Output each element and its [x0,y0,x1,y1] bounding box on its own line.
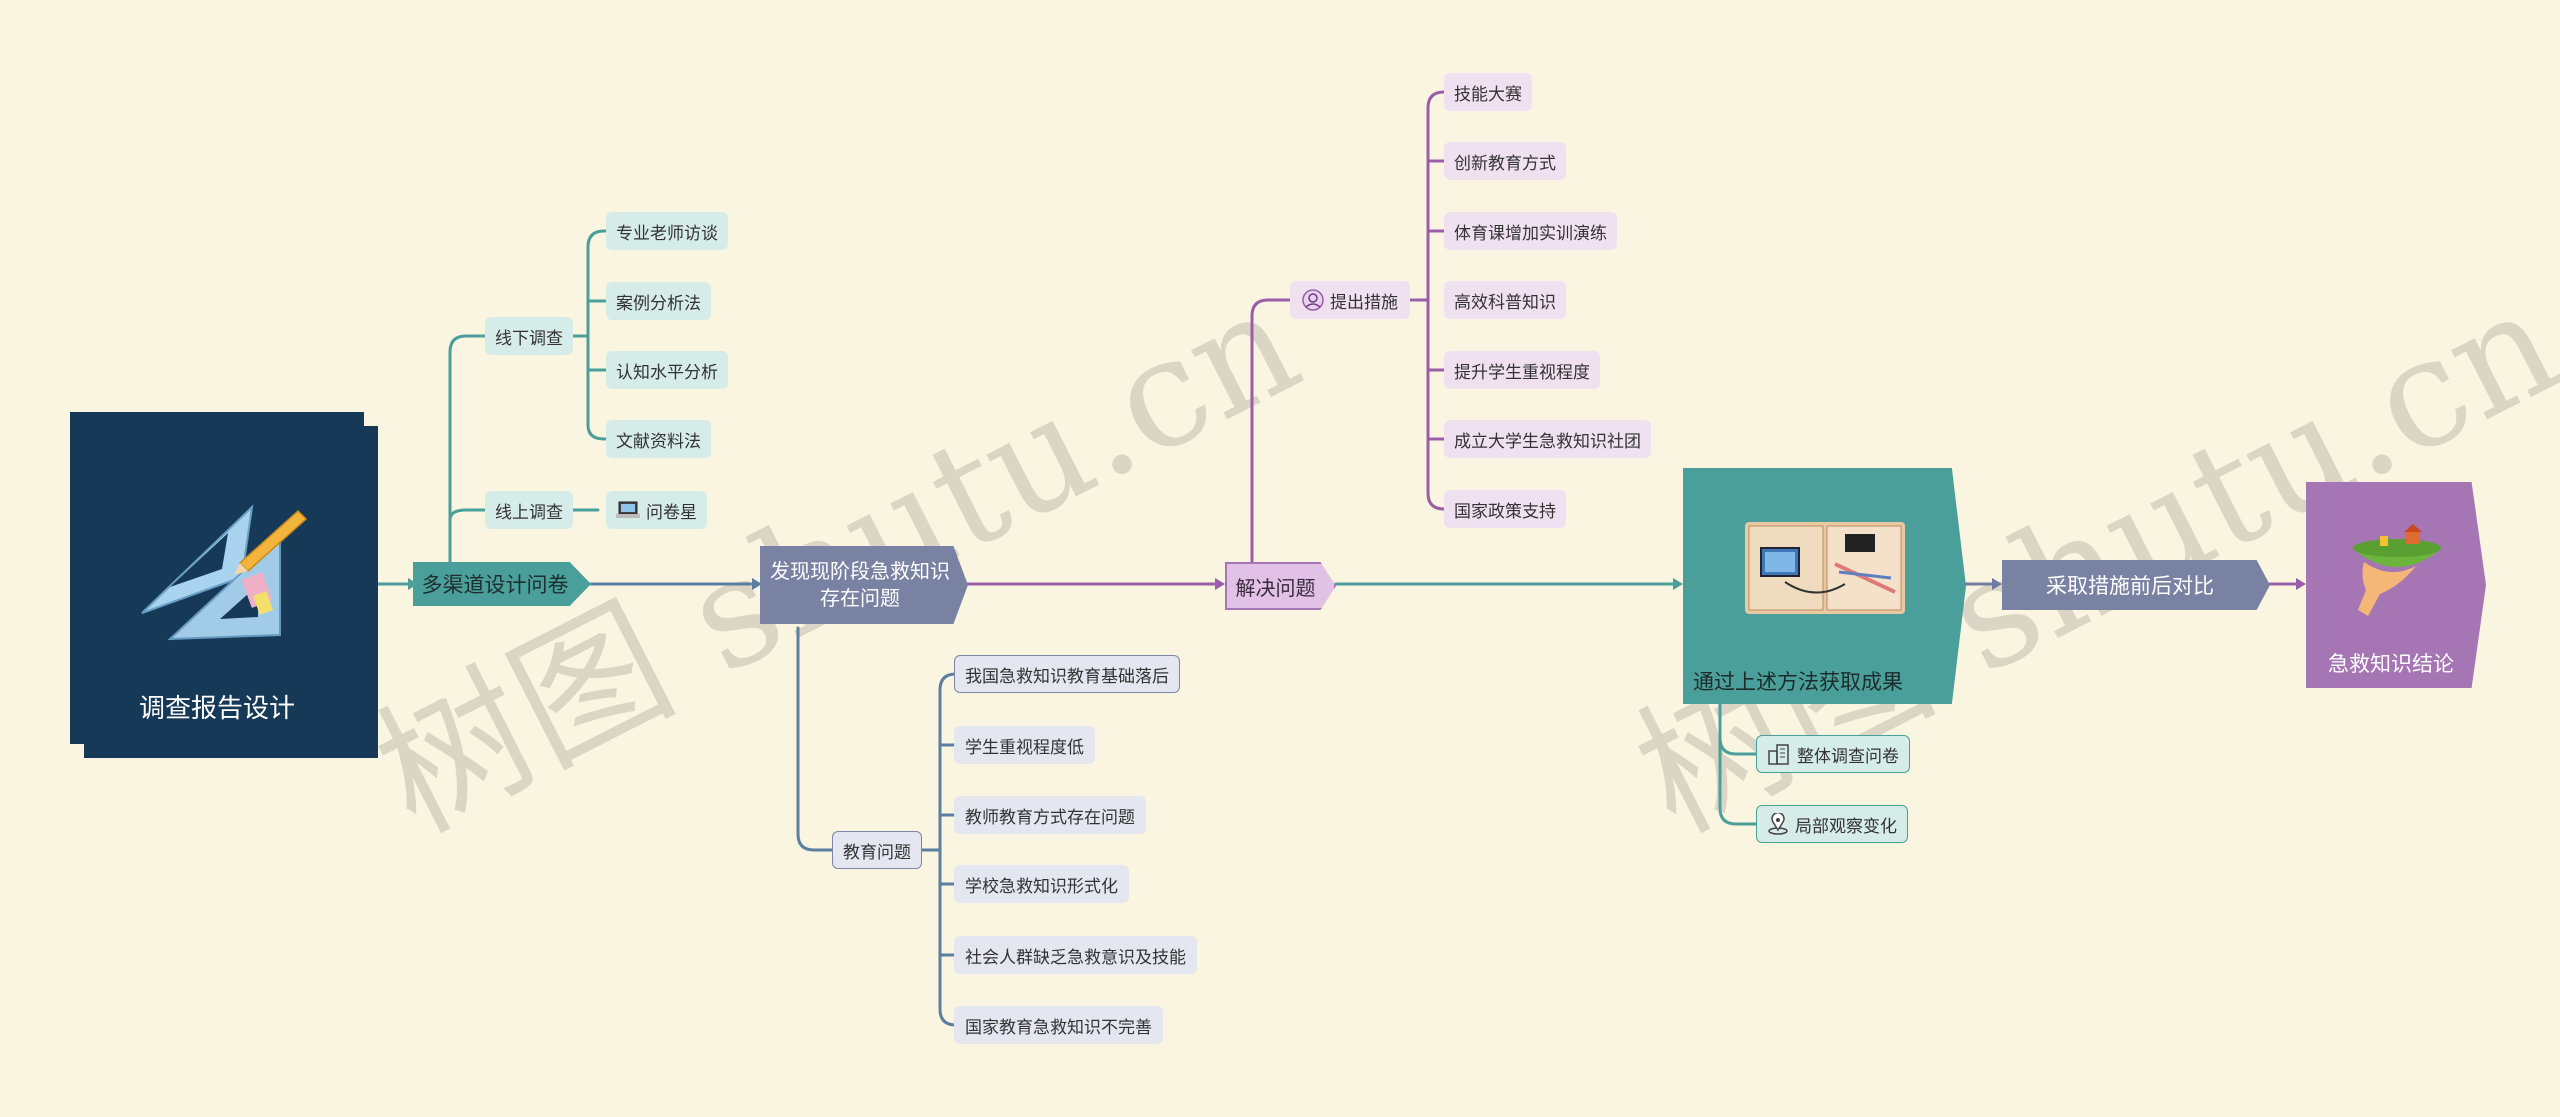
leaf-label: 提升学生重视程度 [1454,362,1590,383]
leaf-label: 技能大赛 [1454,84,1522,105]
leaf-case-analysis[interactable]: 案例分析法 [606,282,711,320]
leaf-label: 文献资料法 [616,431,701,452]
node-multi-channel-survey[interactable]: 多渠道设计问卷 [413,562,591,606]
leaf-label: 体育课增加实训演练 [1454,223,1607,244]
leaf-edu-4[interactable]: 学校急救知识形式化 [954,865,1129,903]
leaf-label: 问卷星 [646,502,697,523]
leaf-measure-4[interactable]: 高效科普知识 [1444,281,1566,319]
conclusion-label: 急救知识结论 [2328,652,2454,676]
compare-label: 采取措施前后对比 [2046,574,2214,598]
node-results[interactable]: 通过上述方法获取成果 [1683,468,1966,704]
leaf-edu-1[interactable]: 我国急救知识教育基础落后 [954,655,1180,693]
node-propose-measures[interactable]: 提出措施 [1290,281,1410,319]
offline-label: 线下调查 [495,328,563,349]
leaf-label: 教师教育方式存在问题 [965,807,1135,828]
leaf-label: 创新教育方式 [1454,153,1556,174]
leaf-label: 社会人群缺乏急救意识及技能 [965,947,1186,968]
leaf-wenjuanxing[interactable]: 问卷星 [606,491,707,529]
map-pin-icon [1768,813,1788,835]
leaf-cognitive-analysis[interactable]: 认知水平分析 [606,351,728,389]
root-node[interactable]: 调查报告设计 [70,412,378,758]
online-label: 线上调查 [495,502,563,523]
leaf-label: 学生重视程度低 [965,737,1084,758]
leaf-measure-5[interactable]: 提升学生重视程度 [1444,351,1600,389]
leaf-edu-2[interactable]: 学生重视程度低 [954,726,1095,764]
solve-label: 解决问题 [1235,575,1316,600]
find-label: 发现现阶段急救知识存在问题 [770,559,950,610]
leaf-measure-3[interactable]: 体育课增加实训演练 [1444,212,1617,250]
leaf-teacher-interview[interactable]: 专业老师访谈 [606,212,728,250]
multi-label: 多渠道设计问卷 [421,573,569,597]
ruler-pencil-icon [141,504,308,641]
leaf-label: 国家教育急救知识不完善 [965,1017,1152,1038]
leaf-label: 案例分析法 [616,293,701,314]
leaf-measure-1[interactable]: 技能大赛 [1444,73,1532,111]
leaf-measure-6[interactable]: 成立大学生急救知识社团 [1444,420,1651,458]
leaf-label: 学校急救知识形式化 [965,876,1118,897]
node-solve-problems[interactable]: 解决问题 [1225,562,1336,610]
leaf-label: 高效科普知识 [1454,292,1556,313]
leaf-edu-5[interactable]: 社会人群缺乏急救意识及技能 [954,936,1197,974]
leaf-label: 认知水平分析 [616,362,718,383]
leaf-measure-7[interactable]: 国家政策支持 [1444,490,1566,528]
leaf-local-observation[interactable]: 局部观察变化 [1756,805,1908,843]
node-find-problems[interactable]: 发现现阶段急救知识存在问题 [760,546,968,624]
node-conclusion[interactable]: 急救知识结论 [2306,482,2486,688]
node-education-issues[interactable]: 教育问题 [832,831,922,869]
leaf-label: 整体调查问卷 [1797,746,1899,767]
results-label: 通过上述方法获取成果 [1693,670,1903,694]
education-label: 教育问题 [843,842,911,863]
root-label: 调查报告设计 [138,694,295,724]
measures-label: 提出措施 [1330,292,1398,313]
leaf-overall-survey[interactable]: 整体调查问卷 [1756,735,1910,773]
person-badge-icon [1302,289,1324,311]
leaf-label: 专业老师访谈 [616,223,718,244]
leaf-edu-6[interactable]: 国家教育急救知识不完善 [954,1006,1163,1044]
node-offline-survey[interactable]: 线下调查 [485,317,573,355]
leaf-edu-3[interactable]: 教师教育方式存在问题 [954,796,1146,834]
study-desk-image [1745,522,1905,614]
node-compare[interactable]: 采取措施前后对比 [2002,560,2270,610]
leaf-measure-2[interactable]: 创新教育方式 [1444,142,1566,180]
node-online-survey[interactable]: 线上调查 [485,491,573,529]
leaf-label: 国家政策支持 [1454,501,1556,522]
laptop-icon [616,501,640,518]
leaf-label: 局部观察变化 [1795,816,1897,837]
leaf-literature[interactable]: 文献资料法 [606,420,711,458]
leaf-label: 我国急救知识教育基础落后 [965,666,1169,687]
building-icon [1768,744,1789,765]
hand-globe-icon [2352,524,2442,616]
leaf-label: 成立大学生急救知识社团 [1454,431,1641,452]
